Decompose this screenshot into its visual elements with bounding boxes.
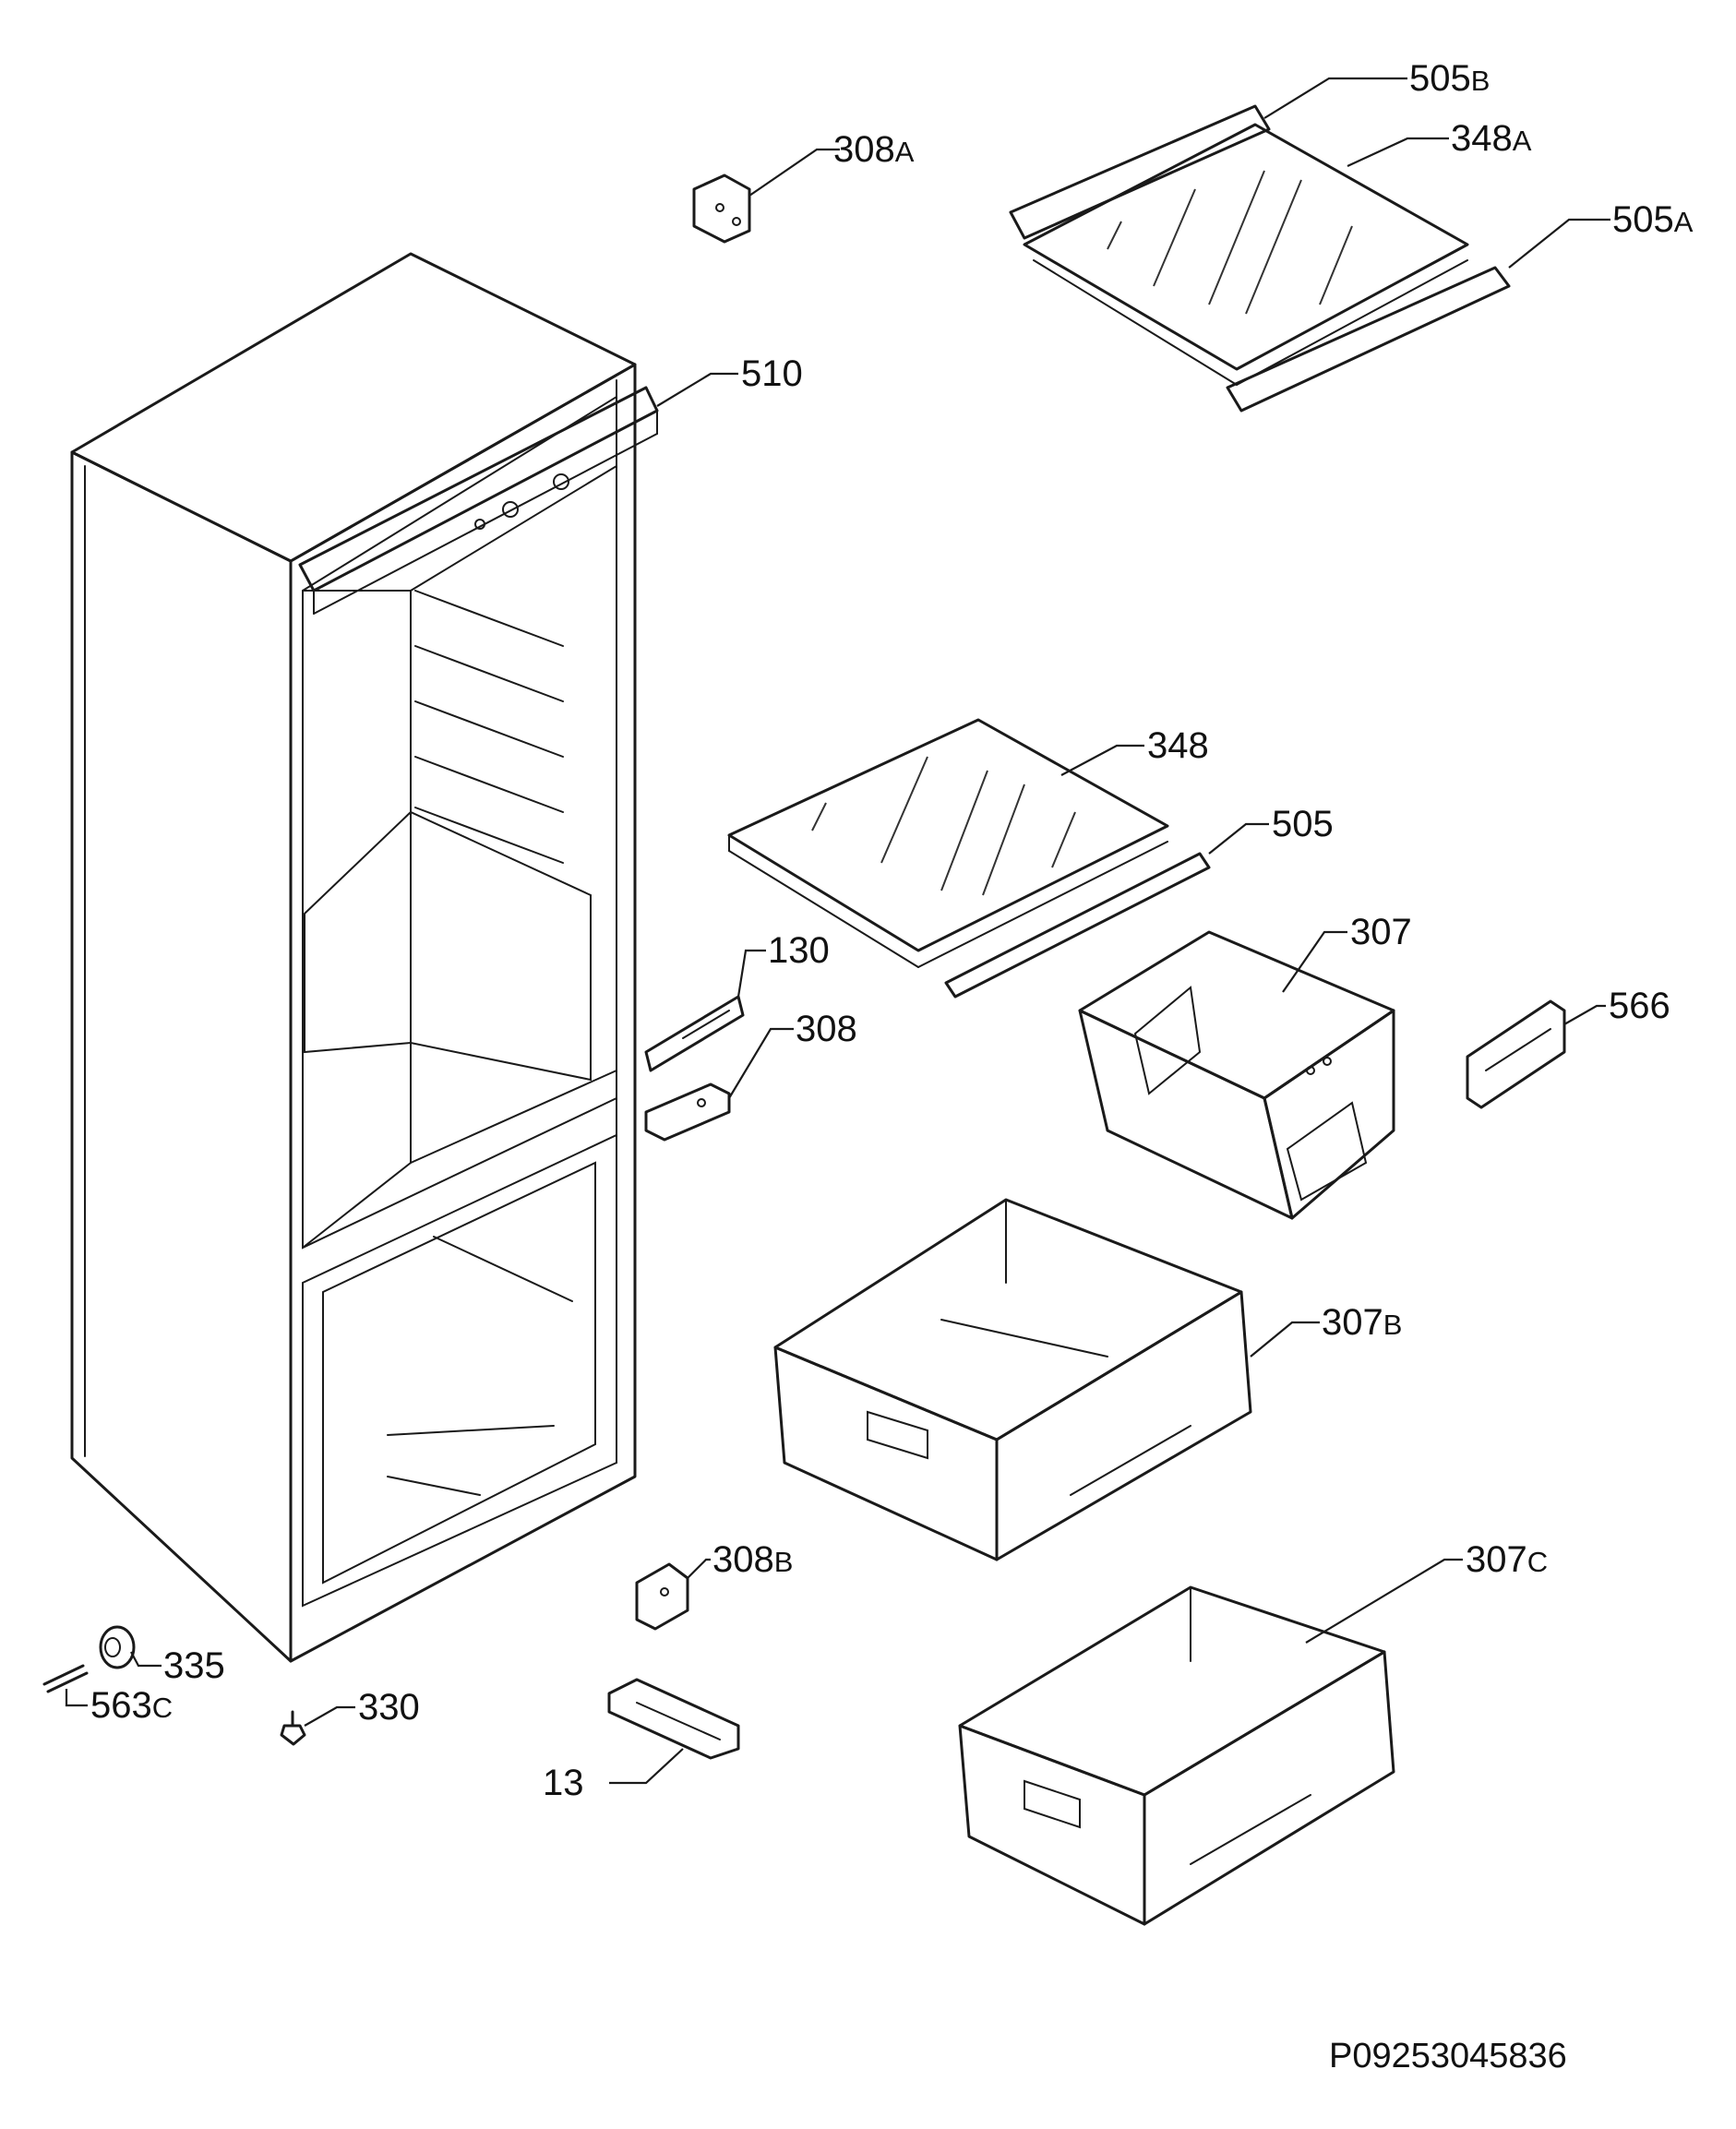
callout-330: 330: [358, 1687, 420, 1728]
freezer-drawer-307c: [958, 1585, 1395, 1926]
control-panel: [298, 386, 659, 615]
shelf-trim-505: [944, 852, 1211, 999]
callout-307c: 307C: [1466, 1539, 1548, 1580]
callout-563c: 563C: [90, 1685, 173, 1726]
callout-566: 566: [1609, 986, 1670, 1026]
cabinet-body: [70, 252, 637, 1663]
pin-563c: [42, 1664, 89, 1693]
glass-shelf-348: [727, 718, 1169, 968]
callout-505a: 505A: [1612, 199, 1694, 240]
callout-308b: 308B: [712, 1539, 793, 1580]
clip-566: [1466, 999, 1566, 1109]
leader-lines: [65, 77, 1610, 1785]
bracket-130: [644, 995, 745, 1072]
foot-335: [99, 1625, 136, 1669]
callout-505b: 505B: [1409, 58, 1490, 99]
callout-307b: 307B: [1322, 1302, 1402, 1343]
callout-510: 510: [741, 353, 803, 394]
upper-glass-shelf-assembly: [1009, 104, 1511, 413]
adjustable-foot-330: [280, 1710, 306, 1746]
hinge-308a: [692, 173, 751, 244]
callout-348a: 348A: [1451, 118, 1532, 159]
freezer-drawer-307b: [773, 1198, 1252, 1561]
hinge-308: [644, 1082, 731, 1142]
callout-505: 505: [1272, 804, 1334, 844]
document-number: P09253045836: [1329, 2037, 1567, 2075]
callout-307: 307: [1350, 912, 1412, 952]
callout-308a: 308A: [833, 129, 915, 170]
callout-13: 13: [543, 1763, 584, 1803]
crisper-drawer-307: [1078, 930, 1395, 1220]
hinge-13: [607, 1678, 740, 1760]
callout-335: 335: [163, 1645, 225, 1686]
callout-308: 308: [796, 1009, 857, 1049]
callout-348: 348: [1147, 725, 1209, 766]
callout-130: 130: [768, 930, 830, 971]
hinge-308b: [635, 1562, 689, 1631]
